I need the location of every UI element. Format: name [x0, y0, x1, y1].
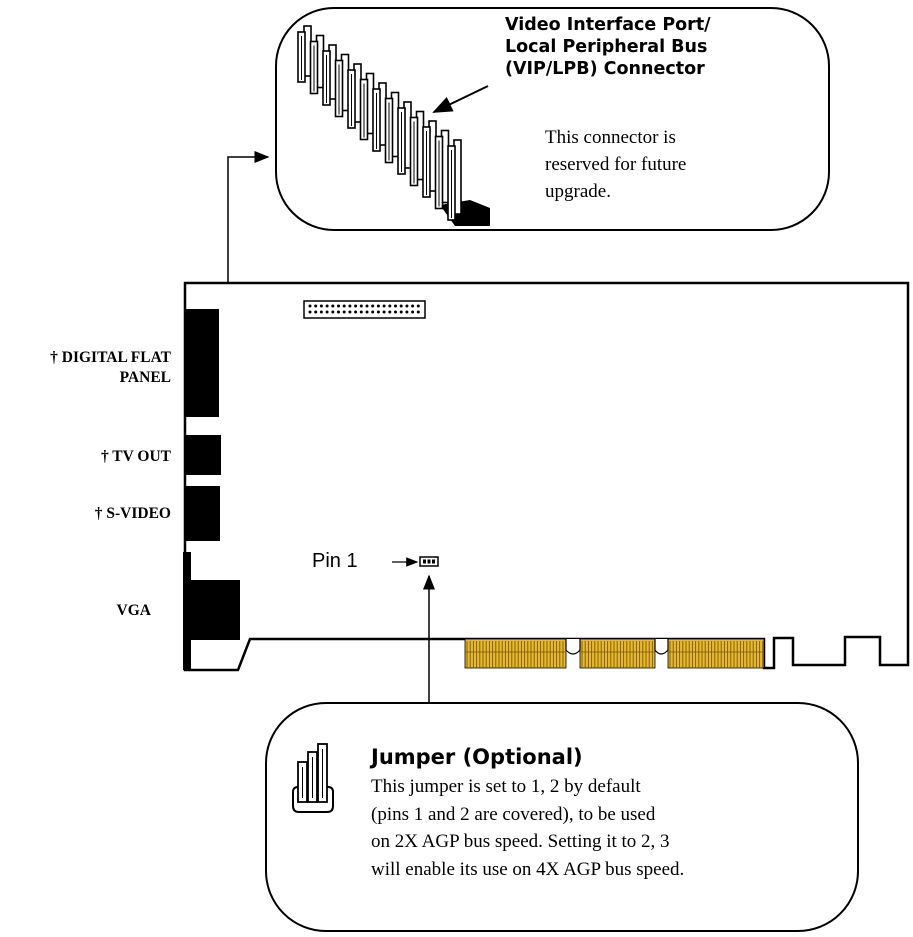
jumper-description-line-1: This jumper is set to 1, 2 by default — [371, 776, 641, 797]
s-video-label: † S-VIDEO — [94, 505, 171, 522]
vip-description: This connector is reserved for future up… — [545, 124, 686, 205]
jumper-description: This jumper is set to 1, 2 by default (p… — [371, 773, 684, 883]
agp-edge-contacts — [464, 638, 765, 669]
header-pin-dot — [337, 304, 340, 308]
vip-description-line-2: reserved for future — [545, 154, 687, 175]
jumper-description-line-3: on 2X AGP bus speed. Setting it to 2, 3 — [371, 831, 670, 852]
header-pin-dot — [376, 310, 380, 314]
header-pin-dot — [331, 310, 335, 314]
header-pin-dot — [365, 304, 369, 308]
pin1-label: Pin 1 — [312, 550, 358, 572]
dfp-label-line-1: † DIGITAL FLAT — [50, 349, 171, 366]
header-pin-dot — [319, 304, 323, 308]
jumper-description-line-4: will enable its use on 4X AGP bus speed. — [371, 858, 685, 880]
header-pin-dot — [416, 310, 420, 314]
header-pin-dot — [308, 304, 312, 308]
dfp-label-line-2: PANEL — [119, 369, 171, 386]
vip-description-line-3: upgrade. — [545, 181, 611, 202]
dfp-connector — [185, 309, 219, 417]
header-pin-dot — [325, 304, 329, 308]
dfp-label: † DIGITAL FLAT PANEL — [0, 348, 171, 388]
vip-title-line-2: Local Peripheral Bus — [505, 37, 708, 57]
vip-header — [303, 300, 426, 319]
vip-title-arrow — [432, 85, 489, 113]
header-pin-dot — [405, 304, 409, 308]
header-pin-dot — [411, 304, 415, 308]
jumper-on-card — [419, 556, 439, 567]
s-video-connector — [185, 486, 220, 541]
header-pin-dot — [348, 304, 352, 308]
header-pin-dot — [411, 310, 415, 314]
vga-connector — [183, 580, 240, 640]
tv-out-connector — [185, 435, 221, 475]
header-pin-dot — [314, 310, 318, 314]
header-pin-dot — [388, 304, 392, 308]
contact-segment — [667, 638, 765, 669]
header-pin-dot — [359, 310, 363, 314]
header-pin-dot — [342, 304, 346, 308]
header-pin-dot — [388, 310, 392, 314]
header-pin-dot — [359, 304, 363, 308]
header-pin-dot — [314, 304, 318, 308]
header-pin-dot — [394, 304, 397, 308]
header-pin-dot — [399, 310, 403, 314]
card-outline — [183, 281, 910, 672]
header-pin-dot — [337, 310, 340, 314]
header-pin-dot — [394, 310, 397, 314]
vip-description-line-1: This connector is — [545, 127, 676, 148]
header-pin-dot — [354, 310, 358, 314]
header-pin-dot — [382, 304, 386, 308]
jumper-title: Jumper (Optional) — [371, 745, 583, 769]
header-pin-dot — [371, 310, 375, 314]
header-pin-dot — [376, 304, 380, 308]
key-notch — [565, 639, 581, 655]
jumper-illustration — [292, 743, 334, 813]
header-pin-dot — [382, 310, 386, 314]
header-pin-dot — [399, 304, 403, 308]
vip-title-line-1: Video Interface Port/ — [505, 15, 711, 35]
header-pin-dot — [325, 310, 329, 314]
key-notch — [654, 639, 669, 655]
header-pin-dot — [365, 310, 369, 314]
vip-title-line-3: (VIP/LPB) Connector — [505, 59, 705, 79]
header-pin-dot — [308, 310, 312, 314]
vip-title: Video Interface Port/ Local Peripheral B… — [505, 14, 805, 80]
vga-label: VGA — [116, 602, 151, 619]
contact-segment — [464, 638, 567, 669]
header-pin-dot — [319, 310, 323, 314]
vip-connector-illustration — [297, 25, 490, 226]
jumper-callout-bubble — [265, 702, 859, 932]
tv-out-label: † TV OUT — [100, 448, 171, 465]
jumper-description-line-2: (pins 1 and 2 are covered), to be used — [371, 803, 656, 825]
header-pin-dot — [416, 304, 420, 308]
header-pin-dot — [342, 310, 346, 314]
header-pin-dot — [354, 304, 358, 308]
header-pin-dot — [348, 310, 352, 314]
header-pin-dot — [371, 304, 375, 308]
header-pin-dot — [331, 304, 335, 308]
header-pin-dot — [405, 310, 409, 314]
